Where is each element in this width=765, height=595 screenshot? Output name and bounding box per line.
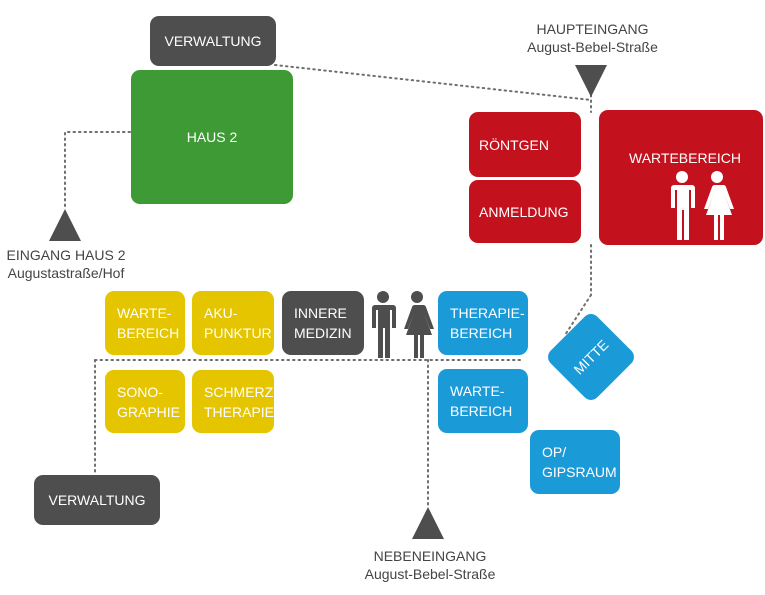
box-label: SCHMERZ- <box>204 384 278 400</box>
box-akupunktur[interactable]: AKU- PUNKTUR <box>192 291 274 355</box>
box-label: GIPSRAUM <box>542 464 617 480</box>
box-haus-2[interactable]: HAUS 2 <box>131 70 293 204</box>
box-wartebereich-blue[interactable]: WARTE- BEREICH <box>438 369 528 433</box>
restroom-icon <box>671 171 734 240</box>
box-schmerztherapie[interactable]: SCHMERZ- THERAPIE <box>192 370 278 433</box>
path-haus2-entrance <box>64 131 131 211</box>
box-sonographie[interactable]: SONO- GRAPHIE <box>105 370 185 433</box>
box-label: WARTE- <box>450 383 505 399</box>
box-label: VERWALTUNG <box>164 33 262 49</box>
path-verwaltung-to-main <box>274 64 592 101</box>
label-eingang-haus-2: EINGANG HAUS 2 Augustastraße/Hof <box>6 247 126 281</box>
box-label: AKU- <box>204 305 238 321</box>
box-label: HAUS 2 <box>186 129 238 145</box>
box-label: THERAPIE <box>204 404 275 420</box>
box-verwaltung-bottom[interactable]: VERWALTUNG <box>34 475 160 525</box>
box-anmeldung[interactable]: ANMELDUNG <box>469 180 581 243</box>
entrance-triangle-icon <box>575 65 607 97</box>
box-label: BEREICH <box>450 325 513 341</box>
box-roentgen[interactable]: RÖNTGEN <box>469 112 581 177</box>
box-op-gipsraum[interactable]: OP/ GIPSRAUM <box>530 430 620 494</box>
box-label: OP/ <box>542 444 567 460</box>
box-label: GRAPHIE <box>117 404 181 420</box>
box-label: SONO- <box>117 384 163 400</box>
box-label: ANMELDUNG <box>479 203 569 220</box>
box-label: BEREICH <box>450 403 513 419</box>
label-nebeneingang: NEBENEINGANG August-Bebel-Straße <box>364 548 496 582</box>
box-innere-medizin[interactable]: INNERE MEDIZIN <box>282 291 364 355</box>
box-label: VERWALTUNG <box>48 492 146 508</box>
box-label: PUNKTUR <box>204 325 272 341</box>
box-verwaltung-top[interactable]: VERWALTUNG <box>150 16 276 66</box>
box-label: WARTE- <box>117 305 172 321</box>
box-wartebereich-yellow[interactable]: WARTE- BEREICH <box>105 291 185 355</box>
box-label: INNERE <box>294 305 347 321</box>
box-label: THERAPIE- <box>450 305 525 321</box>
box-therapiebereich[interactable]: THERAPIE- BEREICH <box>438 291 528 355</box>
box-label: BEREICH <box>117 325 180 341</box>
box-label: MEDIZIN <box>294 325 352 341</box>
entrance-triangle-icon <box>412 507 444 539</box>
label-haupteingang: HAUPTEINGANG August-Bebel-Straße <box>527 21 658 55</box>
box-label: MITTE <box>570 336 612 378</box>
box-label: WARTEBEREICH <box>629 150 742 166</box>
path-to-mitte <box>564 294 592 336</box>
box-label: RÖNTGEN <box>479 136 549 153</box>
entrance-triangle-icon <box>49 209 81 241</box>
restroom-icon <box>372 291 434 358</box>
